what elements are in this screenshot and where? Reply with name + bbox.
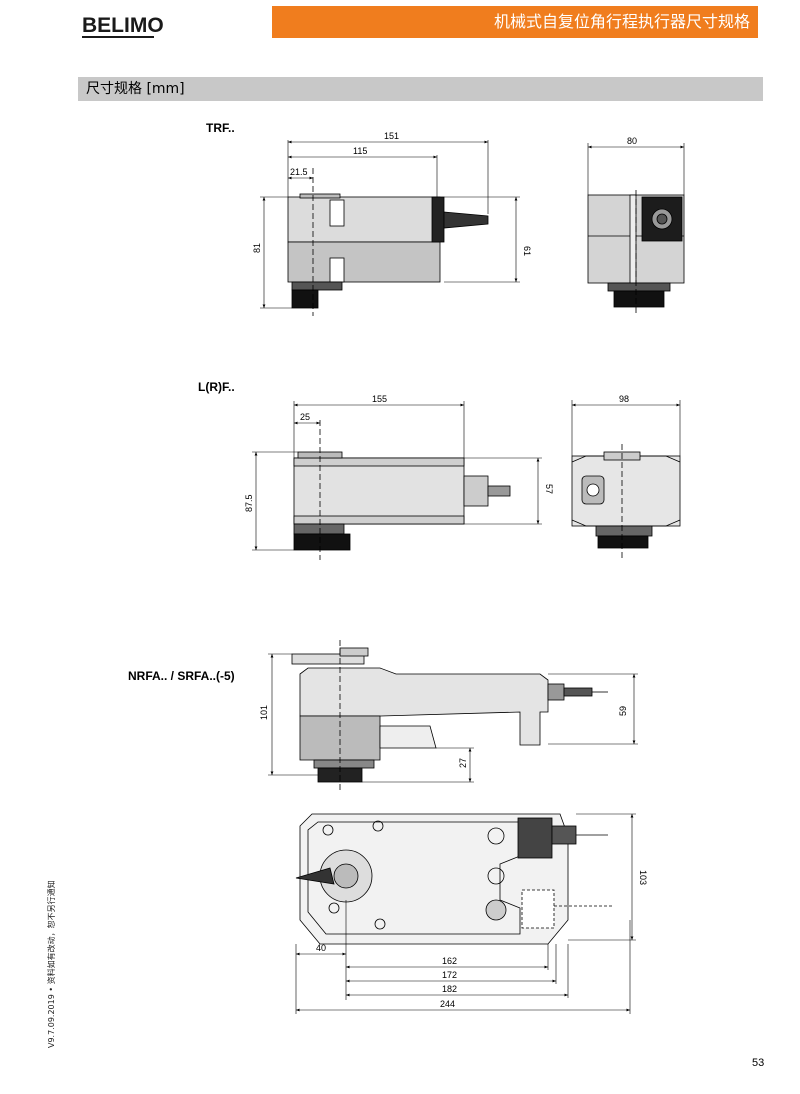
nrfa-side-dims [268,653,638,783]
nrfa-dim-103: 103 [638,870,648,885]
lrf-side-dims [252,401,542,551]
trf-dim-81: 81 [252,243,262,253]
lrf-dim-87-5: 87.5 [244,494,254,512]
nrfa-dim-27: 27 [458,758,468,768]
trf-dim-151: 151 [384,131,399,141]
trf-side-view [287,168,489,316]
nrfa-dim-182: 182 [442,984,457,994]
trf-dim-80: 80 [627,136,637,146]
lrf-dim-155: 155 [372,394,387,404]
lrf-dim-57: 57 [544,484,554,494]
trf-side-dims [260,140,520,309]
nrfa-dim-172: 172 [442,970,457,980]
nrfa-dim-101: 101 [259,705,269,720]
section-title: 尺寸规格 [mm] [78,77,763,101]
nrfa-side-view [291,640,608,790]
lrf-front-view [571,444,681,560]
trf-front-view [587,190,685,316]
lrf-dim-98: 98 [619,394,629,404]
nrfa-dim-59: 59 [618,706,628,716]
model-label-trf: TRF.. [206,121,235,135]
nrfa-dim-162: 162 [442,956,457,966]
revision-note: V9.7.09.2019 • 资料如有改动，恕不另行通知 [47,880,56,1048]
nrfa-top-view [295,813,612,945]
nrfa-top-dims [295,813,636,1014]
trf-dim-61: 61 [522,246,532,256]
trf-front-dims [587,143,685,195]
lrf-side-view [293,420,511,560]
page-number: 53 [752,1057,765,1069]
lrf-front-dims [571,400,681,456]
trf-dim-115: 115 [353,146,367,156]
nrfa-dim-244: 244 [440,999,455,1009]
page-header-title: 机械式自复位角行程执行器尺寸规格 [272,6,758,38]
logo-underline [82,36,154,38]
lrf-dim-25: 25 [300,412,310,422]
trf-dim-21-5: 21.5 [290,167,308,177]
belimo-logo: BELIMO [82,14,164,37]
model-label-lrf: L(R)F.. [198,380,235,394]
nrfa-dim-40: 40 [316,943,326,953]
model-label-nrfa: NRFA.. / SRFA..(-5) [128,669,235,683]
